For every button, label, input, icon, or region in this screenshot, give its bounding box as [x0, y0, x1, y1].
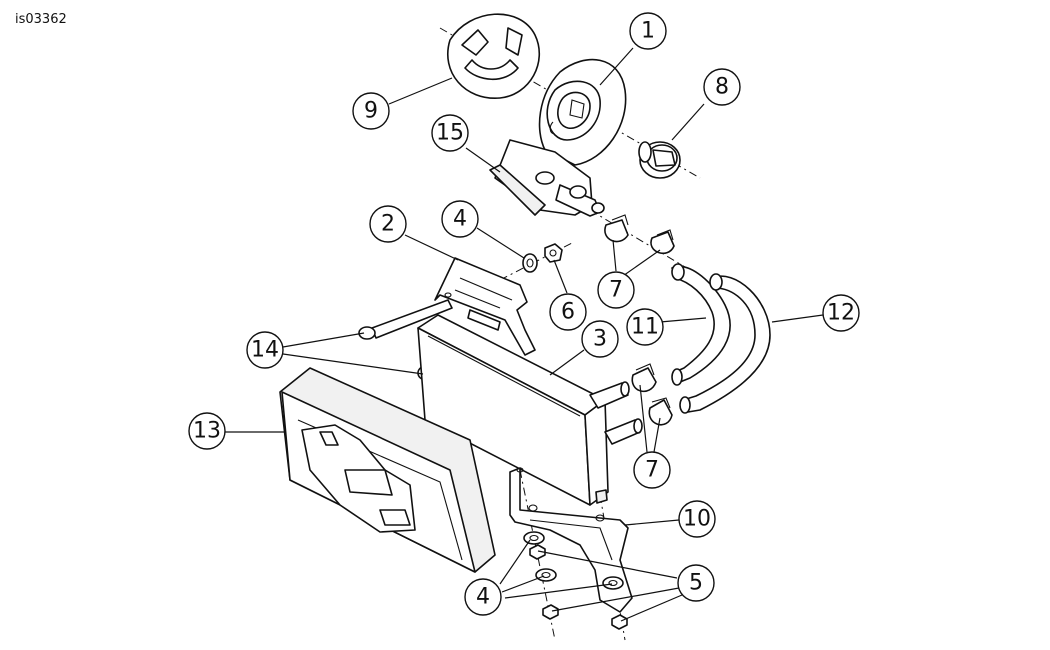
- part-13-shroud: [279, 367, 496, 573]
- leader-lines: [225, 47, 824, 622]
- callout-9: 9: [352, 92, 390, 130]
- callout-1: 1: [629, 12, 667, 50]
- part-10-lower-bracket: [509, 467, 633, 613]
- callout-12: 12: [822, 294, 860, 332]
- callout-15: 15: [431, 114, 469, 152]
- callout-7-lower: 7: [633, 451, 671, 489]
- part-9-lock-plate: [447, 13, 541, 99]
- part-8-bushing: [638, 141, 681, 179]
- callout-10: 10: [678, 500, 716, 538]
- diagram-reference-code: is03362: [15, 12, 67, 27]
- callout-12-label: 12: [827, 301, 855, 326]
- part-11-hose: [671, 263, 731, 386]
- callout-3: 3: [581, 320, 619, 358]
- callout-4-lower: 4: [464, 578, 502, 616]
- callout-7-upper-label: 7: [609, 278, 623, 303]
- part-6-nut: [544, 243, 563, 263]
- callout-13-label: 13: [193, 419, 221, 444]
- part-2-mounting-bracket: [434, 257, 536, 356]
- part-4-washers-lower: [523, 531, 624, 590]
- callout-13: 13: [188, 412, 226, 450]
- callout-9-label: 9: [364, 99, 378, 124]
- callout-6: 6: [549, 293, 587, 331]
- callout-7-upper: 7: [597, 271, 635, 309]
- callout-8: 8: [703, 68, 741, 106]
- callout-7-lower-label: 7: [645, 458, 659, 483]
- callout-2-label: 2: [381, 212, 395, 237]
- callout-3-label: 3: [593, 327, 607, 352]
- part-15-bracket-shaft: [489, 139, 605, 217]
- callout-11: 11: [626, 308, 664, 346]
- callout-11-label: 11: [631, 315, 659, 340]
- part-1-housing: [538, 58, 627, 166]
- callout-5-label: 5: [689, 571, 703, 596]
- callout-4-lower-label: 4: [476, 585, 490, 610]
- callout-10-label: 10: [683, 507, 711, 532]
- callout-4-upper-label: 4: [453, 207, 467, 232]
- callout-5: 5: [677, 564, 715, 602]
- callout-8-label: 8: [715, 75, 729, 100]
- callout-4-upper: 4: [441, 200, 479, 238]
- part-12-hose: [679, 273, 771, 414]
- callout-14-label: 14: [251, 338, 279, 363]
- part-4-washer-upper: [522, 253, 538, 273]
- callout-14: 14: [246, 331, 284, 369]
- callout-6-label: 6: [561, 300, 575, 325]
- part-3-oil-cooler: [417, 314, 643, 506]
- part-5-nuts-lower: [529, 544, 628, 630]
- callout-15-label: 15: [436, 121, 464, 146]
- callout-2: 2: [369, 205, 407, 243]
- callout-1-label: 1: [641, 19, 655, 44]
- part-7-hose-clamps: [604, 214, 675, 426]
